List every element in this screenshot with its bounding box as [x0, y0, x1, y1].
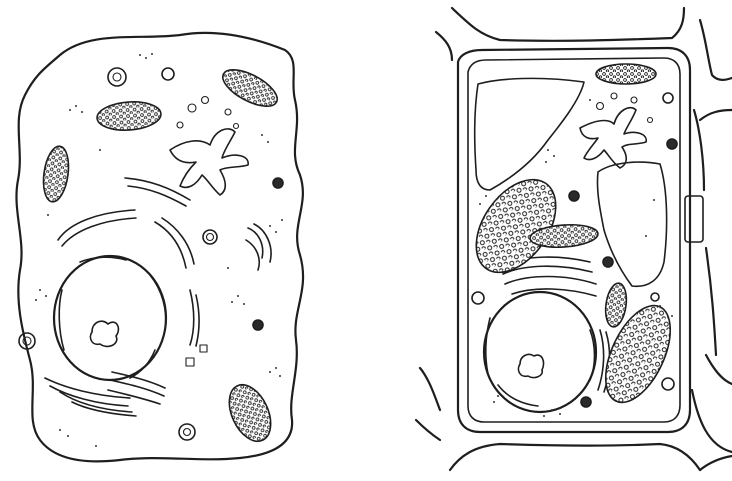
plant-nucleolus	[518, 354, 543, 377]
animal-cell	[16, 33, 303, 461]
animal-vesicle-cluster	[170, 97, 248, 196]
animal-nucleus	[54, 256, 166, 380]
animal-nucleolus	[90, 321, 118, 346]
plant-golgi-apparatus	[580, 93, 653, 168]
plant-nucleus	[484, 292, 596, 412]
plant-plasmodesmata	[685, 196, 703, 242]
plant-cell	[416, 8, 732, 470]
